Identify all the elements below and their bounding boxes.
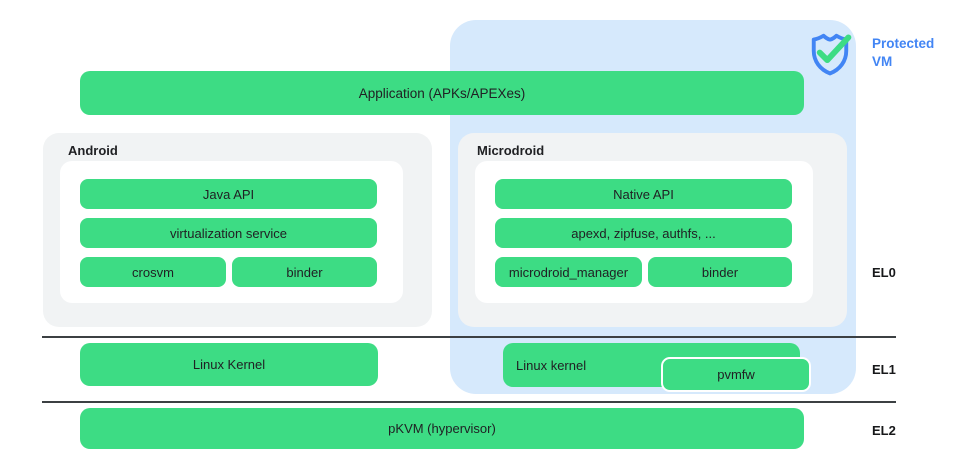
android-title: Android (68, 143, 118, 158)
application-pill: Application (APKs/APEXes) (80, 71, 804, 115)
el0-label: EL0 (872, 265, 896, 280)
android-inner-panel: Java API virtualization service crosvm b… (60, 161, 403, 303)
android-group: Android Java API virtualization service … (43, 133, 432, 327)
el1-label: EL1 (872, 362, 896, 377)
microdroid-title: Microdroid (477, 143, 545, 158)
microdroid-manager-pill: microdroid_manager (495, 257, 642, 287)
el2-label: EL2 (872, 423, 896, 438)
java-api-pill: Java API (80, 179, 377, 209)
microdroid-binder-pill: binder (648, 257, 792, 287)
protected-vm-label-line1: Protected (872, 36, 935, 51)
pvmfw-pill: pvmfw (661, 357, 811, 392)
native-api-pill: Native API (495, 179, 792, 209)
crosvm-pill: crosvm (80, 257, 226, 287)
shield-check-icon (804, 26, 856, 78)
el1-el2-divider (42, 401, 896, 403)
android-binder-pill: binder (232, 257, 377, 287)
protected-vm-label: Protected VM (872, 35, 934, 71)
microdroid-group: Microdroid Native API apexd, zipfuse, au… (458, 133, 847, 327)
virtualization-service-pill: virtualization service (80, 218, 377, 248)
linux-kernel-host-pill: Linux Kernel (80, 343, 378, 386)
microdroid-inner-panel: Native API apexd, zipfuse, authfs, ... m… (475, 161, 813, 303)
pkvm-hypervisor-pill: pKVM (hypervisor) (80, 408, 804, 449)
el0-el1-divider (42, 336, 896, 338)
apexd-zipfuse-authfs-pill: apexd, zipfuse, authfs, ... (495, 218, 792, 248)
protected-vm-label-line2: VM (872, 54, 893, 70)
